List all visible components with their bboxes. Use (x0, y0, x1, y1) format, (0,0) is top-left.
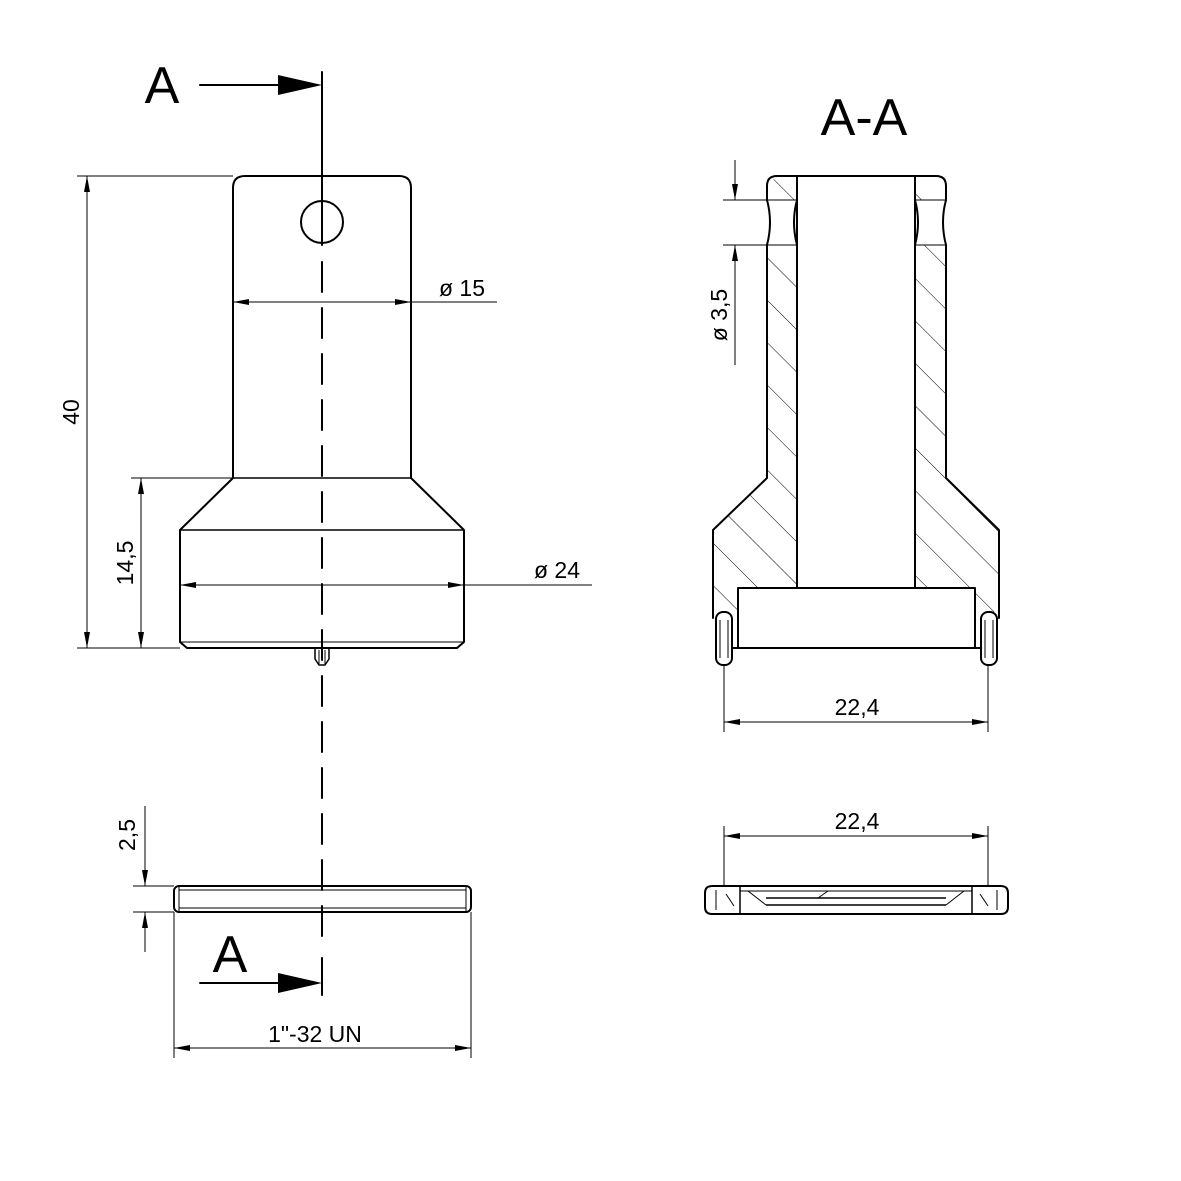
dimension-cap-thickness: 2,5 (114, 806, 174, 952)
dimension-label-thread: 1"-32 UN (268, 1021, 362, 1047)
side-pin-right (980, 611, 998, 666)
dimension-thread: 1"-32 UN (173, 912, 472, 1058)
section-arrow-top: A (145, 57, 322, 115)
dimension-label-14-5: 14,5 (112, 541, 138, 586)
section-mark-bottom: A (213, 926, 248, 984)
section-view-title: A-A (821, 89, 908, 147)
dimension-label-d3-5: ø 3,5 (706, 289, 732, 341)
dimension-cap-width: 22,4 (723, 808, 989, 886)
dimension-overall-height: 40 (58, 175, 233, 649)
section-hatching (713, 176, 999, 612)
dimension-label-2-5: 2,5 (114, 819, 140, 851)
section-arrow-bottom: A (199, 926, 322, 993)
dimension-upper-diameter: ø 15 (233, 275, 497, 305)
bottom-insert (737, 587, 976, 649)
section-view (712, 175, 1000, 666)
dimension-section-width: 22,4 (723, 665, 989, 732)
cross-hole-section (766, 199, 771, 246)
dimension-label-40: 40 (58, 399, 84, 425)
dimension-label-22-4-cap: 22,4 (835, 808, 880, 834)
dimension-label-22-4-section: 22,4 (835, 694, 880, 720)
bottom-pin (314, 648, 330, 666)
dimension-base-height: 14,5 (112, 477, 233, 648)
dimension-label-d15: ø 15 (439, 275, 485, 301)
cap-section-view (704, 885, 1009, 915)
section-mark-top: A (145, 57, 180, 115)
dimension-label-d24: ø 24 (534, 557, 580, 583)
cap-front-view (173, 885, 472, 913)
dimension-hole-diameter: ø 3,5 (706, 160, 767, 365)
dimension-base-diameter: ø 24 (180, 557, 592, 588)
